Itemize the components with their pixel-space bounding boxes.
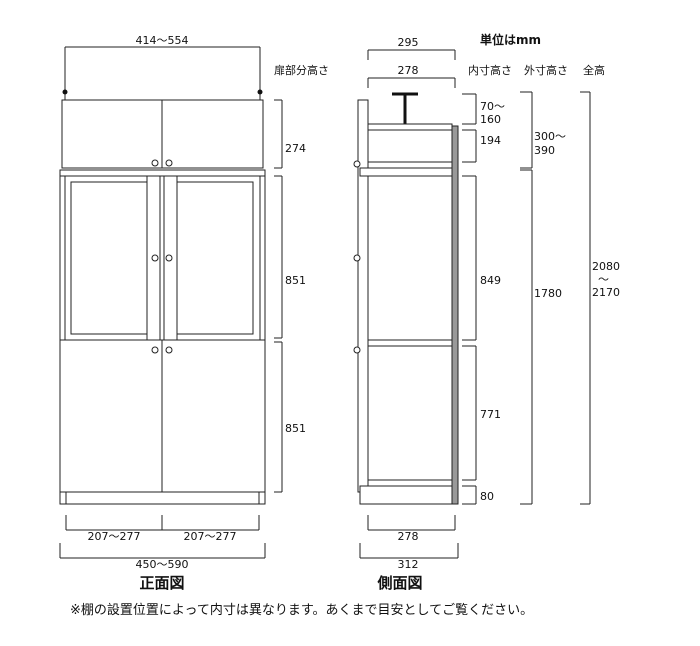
side-view-title: 側面図 (376, 574, 422, 592)
door-height-upper: 274 (285, 142, 306, 155)
side-view: 295 278 70～160 194 (353, 36, 620, 592)
side-divider (359, 167, 453, 177)
inner-height-top: 70～160 (480, 100, 505, 126)
side-bottom-shelf (367, 479, 453, 487)
side-upper-shelf (367, 161, 453, 169)
header-outer-height: 外寸高さ (524, 63, 568, 77)
upper-door-knob-right (165, 159, 173, 167)
inner-height-middle: 849 (480, 274, 501, 287)
door-width-left: 207～277 (88, 530, 141, 543)
front-view: 414～554 274 (59, 34, 306, 592)
inner-height-base: 80 (480, 490, 494, 503)
door-width-right: 207～277 (184, 530, 237, 543)
side-back-panel (451, 125, 459, 505)
total-height-label: 2080～2170 (592, 260, 620, 299)
front-top-width-label: 414～554 (136, 34, 189, 47)
tension-pole-knob-right (257, 89, 263, 95)
front-base (59, 491, 266, 505)
lower-door-knob-right (165, 346, 173, 354)
side-outer-depth-label: 295 (398, 36, 419, 49)
side-inner-depth-bottom-label: 278 (398, 530, 419, 543)
side-knob-upper (353, 160, 361, 168)
middle-door-right-glass (176, 181, 254, 335)
upper-door-knob-left (151, 159, 159, 167)
side-top-board (367, 123, 453, 131)
header-inner-height: 内寸高さ (468, 63, 512, 77)
front-total-width-label: 450～590 (136, 558, 189, 571)
outer-height-upper: 300～390 (534, 130, 566, 157)
front-view-title: 正面図 (139, 574, 184, 592)
outer-height-lower: 1780 (534, 287, 562, 300)
middle-door-knob-left (151, 254, 159, 262)
header-door-height: 扉部分高さ (274, 63, 329, 77)
unit-label: 単位はmm (480, 32, 541, 47)
lower-door-right (161, 339, 266, 493)
side-base (359, 485, 453, 505)
inner-height-lower: 771 (480, 408, 501, 421)
side-inner-depth-top-label: 278 (398, 64, 419, 77)
inner-height-upper: 194 (480, 134, 501, 147)
lower-door-left (59, 339, 163, 493)
door-height-middle: 851 (285, 274, 306, 287)
side-total-depth-label: 312 (398, 558, 419, 571)
door-height-lower: 851 (285, 422, 306, 435)
middle-door-left-glass (70, 181, 148, 335)
header-total-height: 全高 (583, 63, 605, 77)
lower-door-knob-left (151, 346, 159, 354)
side-door-edge (357, 99, 369, 493)
middle-door-knob-right (165, 254, 173, 262)
tension-pole-knob-left (62, 89, 68, 95)
footnote: ※棚の設置位置によって内寸は異なります。あくまで目安としてご覧ください。 (70, 602, 533, 618)
side-knob-middle (353, 254, 361, 262)
side-knob-lower (353, 346, 361, 354)
side-middle-shelf (367, 339, 453, 347)
